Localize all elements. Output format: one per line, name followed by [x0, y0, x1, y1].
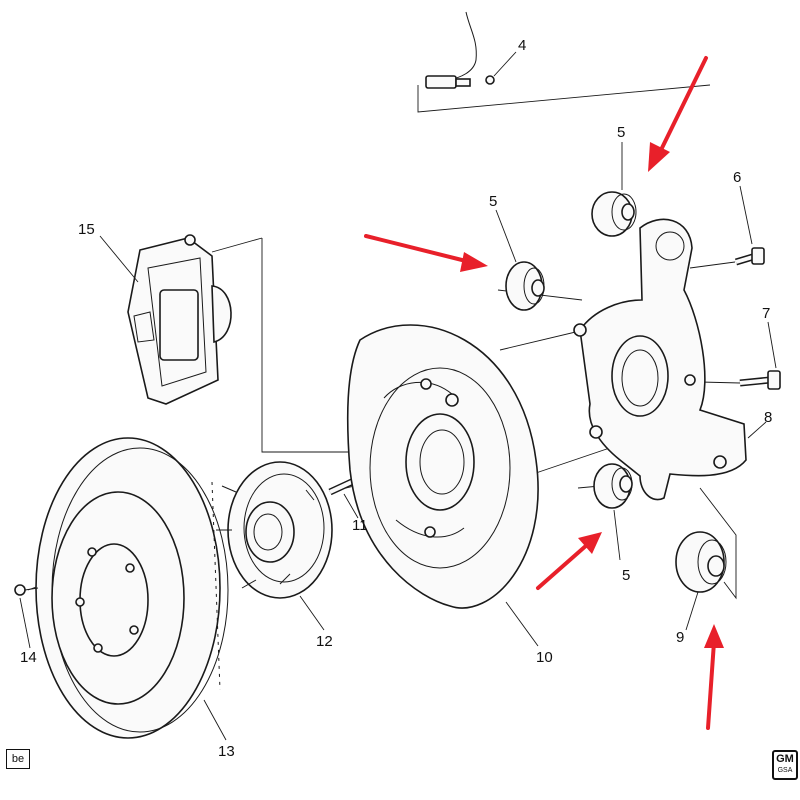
bolt-7: [739, 370, 781, 390]
callout-15: 15: [78, 221, 95, 238]
callout-7: 7: [762, 305, 770, 322]
callout-14: 14: [20, 649, 37, 666]
callout-10: 10: [536, 649, 553, 666]
callout-13: 13: [218, 743, 235, 760]
callout-8: 8: [764, 409, 772, 426]
wheel-speed-sensor: [425, 11, 495, 89]
callout-5-bottom: 5: [622, 567, 630, 584]
callout-5-top: 5: [617, 124, 625, 141]
callout-12: 12: [316, 633, 333, 650]
bushing-left: [505, 261, 545, 311]
bolt-6: [734, 247, 765, 266]
brake-rotor: [35, 437, 229, 739]
callout-5-left: 5: [489, 193, 497, 210]
arrow-left: [364, 234, 488, 272]
arrow-bottom-center: [536, 532, 602, 590]
corner-tag-text: be: [11, 753, 25, 765]
callout-9: 9: [676, 629, 684, 646]
callout-11: 11: [352, 517, 368, 534]
hub-bearing: [216, 461, 333, 599]
leader-lines: [19, 51, 777, 741]
arrow-top-right: [648, 56, 708, 172]
bushing-large: [675, 531, 727, 593]
callout-6: 6: [733, 169, 741, 186]
brake-caliper: [127, 234, 232, 405]
gm-logo-top: GM: [776, 753, 794, 765]
highlight-arrows: [364, 56, 724, 730]
callout-labels: 4 5 5 5 6 7 8 9 10 11 12 13 14 15: [20, 37, 772, 760]
steering-knuckle: [573, 218, 747, 501]
gm-logo: GM GSA: [772, 750, 798, 780]
bushing-top: [591, 191, 637, 237]
gm-logo-bottom: GSA: [777, 767, 793, 774]
corner-tag: be: [6, 749, 30, 769]
backing-plate: [346, 324, 539, 609]
bushing-bottom: [593, 463, 633, 509]
arrow-bottom-right: [704, 624, 724, 730]
callout-4: 4: [518, 37, 526, 54]
rotor-screw: [14, 584, 39, 596]
